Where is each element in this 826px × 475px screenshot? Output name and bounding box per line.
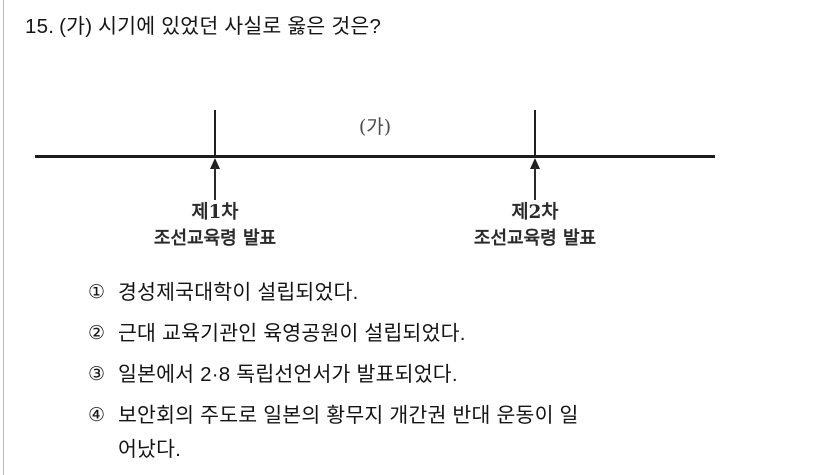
choice-2-text: 근대 교육기관인 육영공원이 설립되었다.: [118, 322, 466, 345]
marker-1-line2: 조선교육령 발표: [153, 228, 277, 249]
choice-option-2[interactable]: ② 근대 교육기관인 육영공원이 설립되었다.: [88, 317, 788, 351]
up-arrow-icon: [210, 158, 220, 169]
marker-1-line1: 제1차: [191, 202, 239, 223]
choice-2-marker: ②: [88, 323, 106, 344]
marker-2-line2: 조선교육령 발표: [473, 228, 597, 249]
choice-option-1[interactable]: ① 경성제국대학이 설립되었다.: [88, 276, 788, 310]
up-arrow-icon: [530, 158, 540, 169]
choice-4-marker: ④: [88, 405, 106, 426]
marker-2-line1: 제2차: [511, 202, 559, 223]
marker-2-label: 제2차 조선교육령 발표: [474, 200, 596, 252]
choice-3-text: 일본에서 2·8 독립선언서가 발표되었다.: [118, 363, 458, 386]
question-text: (가) 시기에 있었던 사실로 옳은 것은?: [59, 15, 382, 38]
choice-4-text: 보안회의 주도로 일본의 황무지 개간권 반대 운동이 일 어났다.: [118, 404, 579, 461]
choice-option-3[interactable]: ③ 일본에서 2·8 독립선언서가 발표되었다.: [88, 358, 788, 392]
tick-line-icon: [214, 110, 216, 157]
period-label-ga: (가): [358, 116, 392, 138]
answer-choices: ① 경성제국대학이 설립되었다. ② 근대 교육기관인 육영공원이 설립되었다.…: [88, 276, 788, 474]
choice-3-marker: ③: [88, 364, 106, 385]
choice-1-text: 경성제국대학이 설립되었다.: [118, 281, 359, 304]
tick-line-icon: [534, 110, 536, 157]
timeline-figure: (가) 제1차 조선교육령 발표 제2차 조선교육령 발표: [0, 100, 826, 265]
marker-1-label: 제1차 조선교육령 발표: [154, 200, 276, 252]
choice-1-marker: ①: [88, 282, 106, 303]
choice-option-4[interactable]: ④ 보안회의 주도로 일본의 황무지 개간권 반대 운동이 일 어났다.: [88, 399, 788, 467]
question-number: 15.: [25, 15, 55, 38]
arrow-stem-icon: [214, 166, 216, 200]
page-left-border: [3, 0, 4, 475]
timeline-axis: [35, 155, 715, 158]
arrow-stem-icon: [534, 166, 536, 200]
question-stem: 15.(가) 시기에 있었던 사실로 옳은 것은?: [25, 13, 381, 41]
